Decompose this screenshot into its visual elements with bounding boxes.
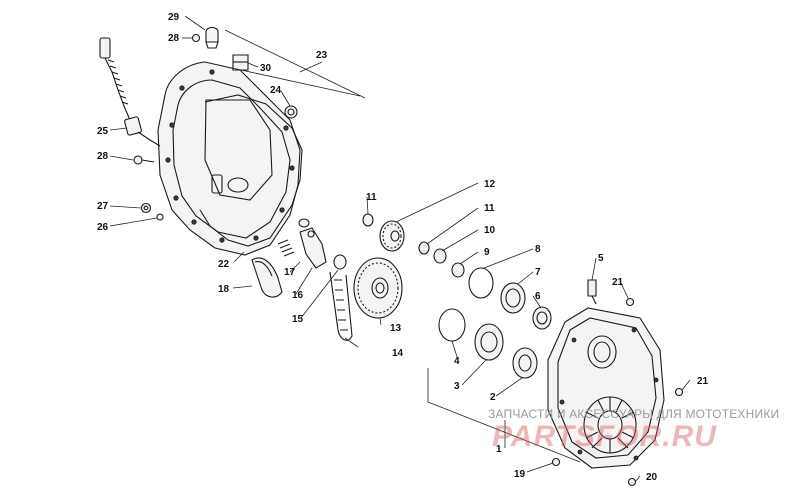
callout-18: 18 [218, 284, 230, 295]
top-fittings [191, 26, 298, 119]
callout-14: 14 [392, 348, 404, 359]
callout-11-right: 11 [484, 203, 495, 214]
callout-13: 13 [390, 323, 402, 334]
callout-6: 6 [535, 291, 541, 302]
callout-28-side: 28 [97, 151, 109, 162]
watermark-logo: PARTSFOR.RU [492, 420, 717, 453]
callout-12: 12 [484, 179, 496, 190]
callout-21-bottom: 21 [697, 376, 709, 387]
callout-2: 2 [490, 392, 496, 403]
case-fasteners [551, 279, 684, 487]
callout-10: 10 [484, 225, 496, 236]
callout-27: 27 [97, 201, 109, 212]
bracket-1 [427, 368, 581, 463]
callout-3: 3 [454, 381, 460, 392]
callout-24: 24 [270, 85, 282, 96]
callout-7: 7 [535, 267, 541, 278]
callout-29: 29 [168, 12, 180, 23]
tensioner-parts [251, 218, 347, 298]
upper-bearing-stack [468, 267, 552, 330]
outer-cover [157, 61, 301, 256]
callout-26: 26 [97, 222, 109, 233]
callout-16: 16 [292, 290, 304, 301]
lower-bearing-stack [438, 308, 538, 379]
callout-4: 4 [454, 356, 460, 367]
callout-20: 20 [646, 472, 658, 483]
upper-gear-stack [362, 213, 465, 278]
cover-gasket [199, 94, 303, 247]
callout-9: 9 [484, 247, 490, 258]
callout-30: 30 [260, 63, 272, 74]
watermark-tagline: ЗАПЧАСТИ И АКСЕССУАРЫ ДЛЯ МОТОТЕХНИКИ [488, 407, 780, 421]
callout-8: 8 [535, 244, 541, 255]
callout-1: 1 [496, 444, 502, 455]
main-case [547, 307, 665, 469]
callout-11-left: 11 [366, 192, 377, 203]
callout-28-top: 28 [168, 33, 180, 44]
leader-lines [109, 15, 691, 483]
callout-23: 23 [316, 50, 328, 61]
drive-chain [329, 271, 353, 341]
large-sprocket [353, 257, 403, 319]
callout-5: 5 [598, 253, 604, 264]
callout-21-top: 21 [612, 277, 624, 288]
callout-15: 15 [292, 314, 304, 325]
callout-17: 17 [284, 267, 296, 278]
cable-assembly [99, 37, 161, 147]
callout-labels: 29 28 23 30 24 25 28 27 26 22 18 17 16 1… [97, 12, 709, 483]
callout-19: 19 [514, 469, 526, 480]
callout-25: 25 [97, 126, 109, 137]
cover-fasteners [133, 155, 164, 221]
bracket-23 [224, 29, 366, 99]
callout-22: 22 [218, 259, 230, 270]
